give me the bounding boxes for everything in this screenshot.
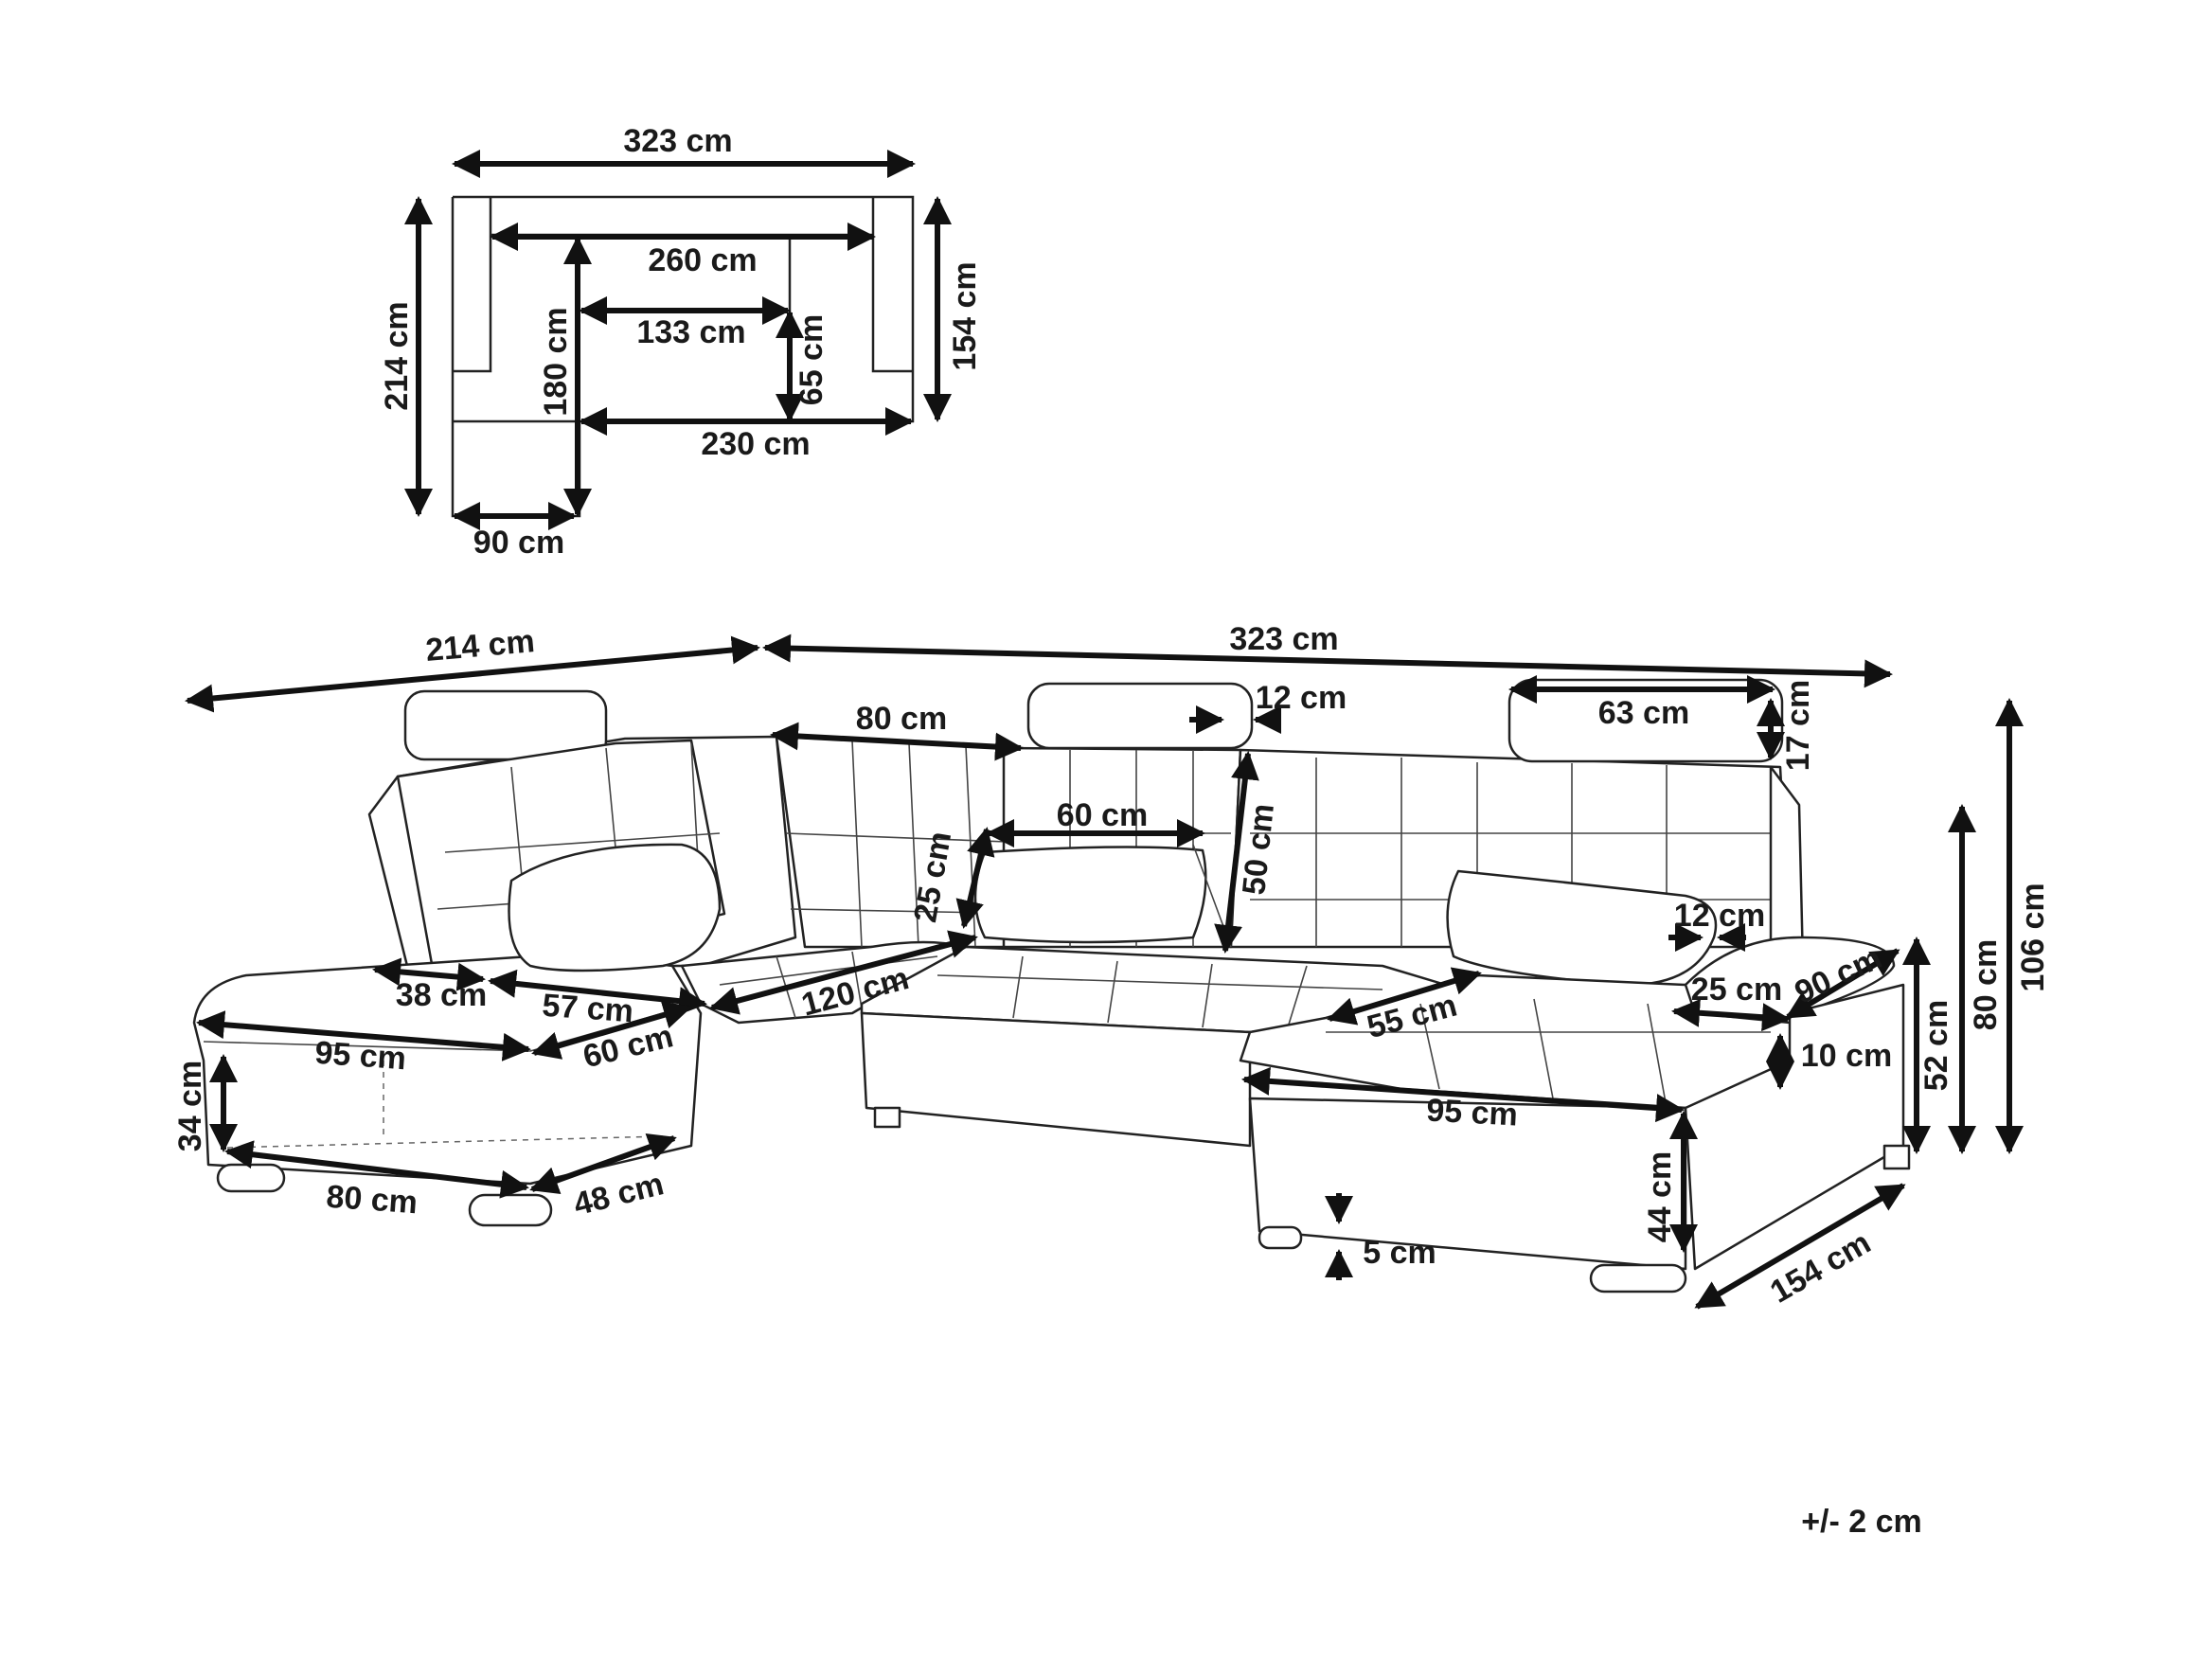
plan-chaise-inner-label: 133 cm xyxy=(636,314,745,350)
backrest-width-label: 80 cm xyxy=(856,701,947,737)
headrest-depth-label: 12 cm xyxy=(1256,680,1347,716)
seat-height-label: 52 cm xyxy=(1918,1000,1954,1091)
arm-height-label: 80 cm xyxy=(1968,939,2004,1030)
left-base-label: 80 cm xyxy=(325,1179,419,1222)
plan-depth-left-label: 214 cm xyxy=(379,301,415,410)
right-arm-height-label: 10 cm xyxy=(1801,1038,1892,1074)
plan-depth-right-label: 154 cm xyxy=(947,261,983,370)
sofa-dimensions: 214 cm 323 cm 80 cm 12 cm 63 cm 17 cm 60… xyxy=(172,621,2051,1311)
floor-plan: 323 cm 260 cm 133 cm 214 cm 180 cm 65 cm… xyxy=(379,123,983,561)
right-chaise-length-label: 95 cm xyxy=(1425,1093,1518,1133)
right-arm-top-label: 25 cm xyxy=(1691,972,1782,1008)
tolerance-note: +/- 2 cm xyxy=(1801,1504,1922,1540)
left-chaise-height-label: 34 cm xyxy=(172,1061,208,1151)
armrest-width-label: 12 cm xyxy=(1674,898,1765,934)
cushion-width-label: 60 cm xyxy=(1057,797,1148,833)
left-base-side-label: 48 cm xyxy=(570,1166,668,1222)
overall-left-label: 214 cm xyxy=(424,623,536,669)
plan-inner-width-label: 260 cm xyxy=(648,242,757,278)
plan-inner-depth-label: 180 cm xyxy=(538,307,574,416)
plan-seat-depth-label: 65 cm xyxy=(794,314,830,405)
right-chaise-height-label: 44 cm xyxy=(1642,1151,1678,1242)
overall-right-label: 323 cm xyxy=(1229,621,1338,657)
left-chaise-length-label: 95 cm xyxy=(313,1035,407,1078)
left-seat-label: 57 cm xyxy=(541,988,634,1030)
plan-bottom-width-label: 230 cm xyxy=(701,426,810,462)
headrest-height-label: 17 cm xyxy=(1780,680,1816,771)
plan-chaise-width-label: 90 cm xyxy=(473,525,564,561)
leg-height-label: 5 cm xyxy=(1363,1235,1436,1271)
plan-width-top-label: 323 cm xyxy=(623,123,732,159)
headrest-width-label: 63 cm xyxy=(1598,695,1689,731)
total-height-label: 106 cm xyxy=(2015,883,2051,991)
left-arm-label: 38 cm xyxy=(396,977,487,1013)
